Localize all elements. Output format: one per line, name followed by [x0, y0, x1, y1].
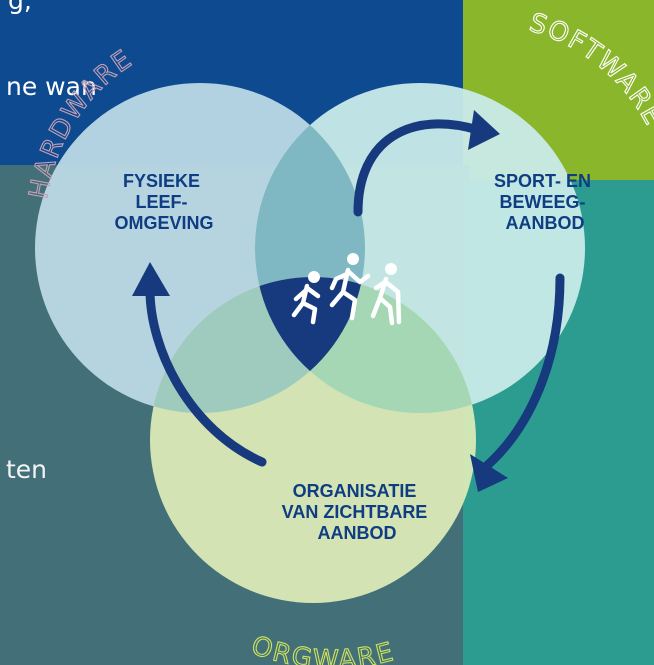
label-hardware: FYSIEKE LEEF- OMGEVING [114, 171, 213, 233]
arrowhead-orgware-icon [470, 454, 508, 492]
overlap-software-orgware [255, 277, 476, 413]
arrowhead-software-icon [468, 110, 500, 150]
people-running-icon [291, 253, 402, 326]
arc-label-orgware: ORGWARE [247, 631, 398, 665]
overlap-hardware-orgware [150, 277, 365, 413]
slide-text-fragment-top: g, [8, 0, 32, 15]
slide-text-fragment-mid: ne wan [6, 72, 97, 101]
arrowhead-hardware-icon [132, 262, 170, 296]
arc-label-software: SOFTWARE [526, 8, 654, 132]
arrow-center-to-software [353, 119, 483, 217]
label-software: SPORT- EN BEWEEG- AANBOD [494, 171, 596, 233]
label-orgware: ORGANISATIE VAN ZICHTBARE AANBOD [282, 481, 433, 543]
arrow-orgware-to-hardware [145, 285, 267, 467]
cycle-arrows [145, 119, 565, 475]
arrow-software-to-orgware [477, 273, 565, 475]
slide-text-fragment-bottom: ten [6, 455, 48, 484]
